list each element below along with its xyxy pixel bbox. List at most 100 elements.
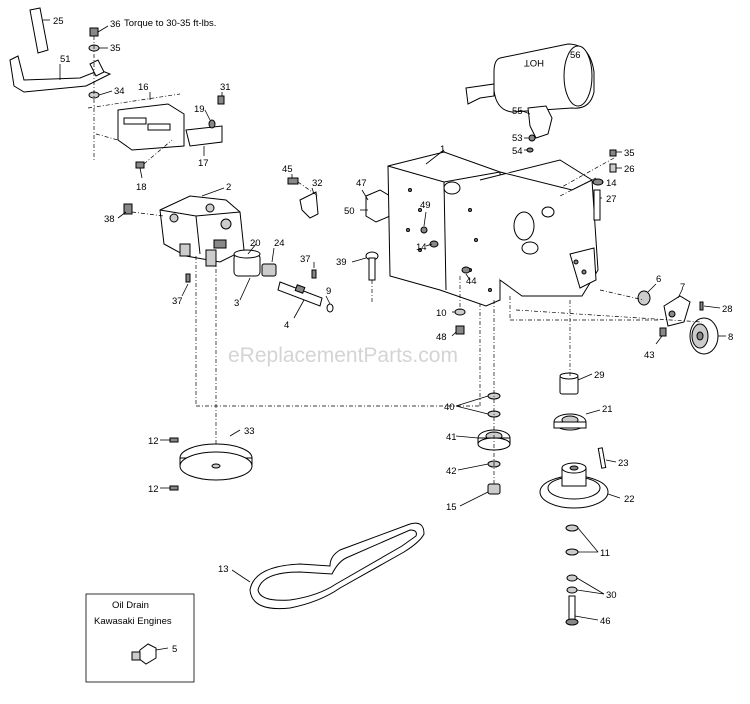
bolt-part-45 xyxy=(287,177,299,185)
callout-16: 16 xyxy=(138,82,149,93)
screw-part-19 xyxy=(208,119,216,129)
hardware-stack-36-35-34 xyxy=(88,27,100,99)
callout-13: 13 xyxy=(218,564,229,575)
callout-17: 17 xyxy=(198,158,209,169)
bolt-part-31 xyxy=(217,95,225,105)
callout-37b: 37 xyxy=(300,254,311,265)
key-part-23 xyxy=(597,447,607,469)
callout-35a: 35 xyxy=(110,43,121,54)
callout-44: 44 xyxy=(466,276,477,287)
bolt-part-27 xyxy=(593,189,601,221)
callout-1: 1 xyxy=(440,144,445,155)
control-lever-part-51 xyxy=(9,55,112,93)
drive-belt-part-13 xyxy=(249,522,425,610)
callout-34: 34 xyxy=(114,86,125,97)
callout-9: 9 xyxy=(326,286,331,297)
callout-29: 29 xyxy=(594,370,605,381)
callout-25: 25 xyxy=(53,16,64,27)
callout-31: 31 xyxy=(220,82,231,93)
callout-53: 53 xyxy=(512,133,523,144)
callout-3: 3 xyxy=(234,298,239,309)
nut-part-36 xyxy=(89,27,99,37)
pump-pulley-part-33 xyxy=(179,443,253,481)
handle-grip-part-25 xyxy=(29,7,49,54)
callout-18: 18 xyxy=(136,182,147,193)
callout-22: 22 xyxy=(624,494,635,505)
callout-14b: 14 xyxy=(606,178,617,189)
exhaust-pipe-part-55 xyxy=(527,105,553,139)
callout-48: 48 xyxy=(436,332,447,343)
bolt-part-35b xyxy=(609,149,617,157)
muffler-part-56: HOT xyxy=(465,43,595,113)
screw-part-12b xyxy=(169,485,179,491)
torque-note: Torque to 30-35 ft-lbs. xyxy=(124,18,216,29)
callout-55: 55 xyxy=(512,106,523,117)
screw-part-12a xyxy=(169,437,179,443)
callout-54: 54 xyxy=(512,146,523,157)
watermark: eReplacementParts.com xyxy=(228,344,458,367)
callout-19: 19 xyxy=(194,104,205,115)
callout-51: 51 xyxy=(60,54,71,65)
callout-45: 45 xyxy=(282,164,293,175)
hydro-pump-part-2 xyxy=(159,195,245,267)
oil-drain-fitting-part-5 xyxy=(131,643,157,665)
nut-part-44 xyxy=(461,266,471,274)
mount-plate-part-7 xyxy=(663,295,691,327)
drive-shaft-part-4 xyxy=(277,281,323,307)
pin-part-28 xyxy=(699,301,704,311)
drive-pulley-part-22 xyxy=(539,462,609,509)
callout-7: 7 xyxy=(680,282,685,293)
bearing-part-6 xyxy=(637,290,651,306)
callout-39: 39 xyxy=(336,257,347,268)
callout-23: 23 xyxy=(618,458,629,469)
callout-35b: 35 xyxy=(624,148,635,159)
callout-32: 32 xyxy=(312,178,323,189)
callout-8: 8 xyxy=(728,332,733,343)
callout-11: 11 xyxy=(600,548,610,559)
callout-21: 21 xyxy=(602,404,613,415)
pin-part-37a xyxy=(185,273,191,283)
washer-stack-part-30 xyxy=(566,574,578,594)
carriage-bolt-part-39 xyxy=(365,251,379,281)
bolt-part-46 xyxy=(565,595,579,626)
fitting-part-38 xyxy=(123,203,133,215)
callout-40: 40 xyxy=(444,402,455,413)
callout-24: 24 xyxy=(274,238,285,249)
callout-2: 2 xyxy=(226,182,231,193)
nut-part-14a xyxy=(429,240,439,248)
callout-38: 38 xyxy=(104,214,115,225)
callout-37a: 37 xyxy=(172,296,183,307)
callout-12b: 12 xyxy=(148,484,159,495)
callout-20: 20 xyxy=(250,238,261,249)
oil-drain-inset-box xyxy=(85,593,195,683)
callout-47: 47 xyxy=(356,178,367,189)
mounting-bracket-part-16 xyxy=(117,103,223,151)
bolt-part-49 xyxy=(420,226,428,234)
callout-15: 15 xyxy=(446,502,457,513)
callout-42: 42 xyxy=(446,466,457,477)
callout-6: 6 xyxy=(656,274,661,285)
callout-14a: 14 xyxy=(416,242,427,253)
bolt-part-48 xyxy=(455,325,465,335)
bolt-part-18 xyxy=(135,161,145,169)
callout-43: 43 xyxy=(644,350,655,361)
inset-title-line1: Oil Drain xyxy=(112,600,149,611)
callout-27: 27 xyxy=(606,194,617,205)
washer-stack-part-11 xyxy=(565,524,579,556)
spacer-part-26 xyxy=(609,163,617,173)
plate-part-17 xyxy=(185,125,223,147)
pulley-part-8 xyxy=(689,317,719,355)
washer-part-54 xyxy=(526,147,534,153)
callout-10: 10 xyxy=(436,308,447,319)
main-frame-part-1 xyxy=(387,151,599,307)
bracket-part-32 xyxy=(299,191,319,219)
coupling-part-20 xyxy=(233,249,261,277)
muffler-hot-stamp: HOT xyxy=(524,57,544,68)
callout-4: 4 xyxy=(284,320,289,331)
callout-12a: 12 xyxy=(148,436,159,447)
callout-5: 5 xyxy=(172,644,177,655)
spacer-part-15 xyxy=(487,483,501,495)
nut-part-53 xyxy=(528,134,536,142)
callout-56: 56 xyxy=(570,50,581,61)
bracket-part-47 xyxy=(365,189,391,223)
